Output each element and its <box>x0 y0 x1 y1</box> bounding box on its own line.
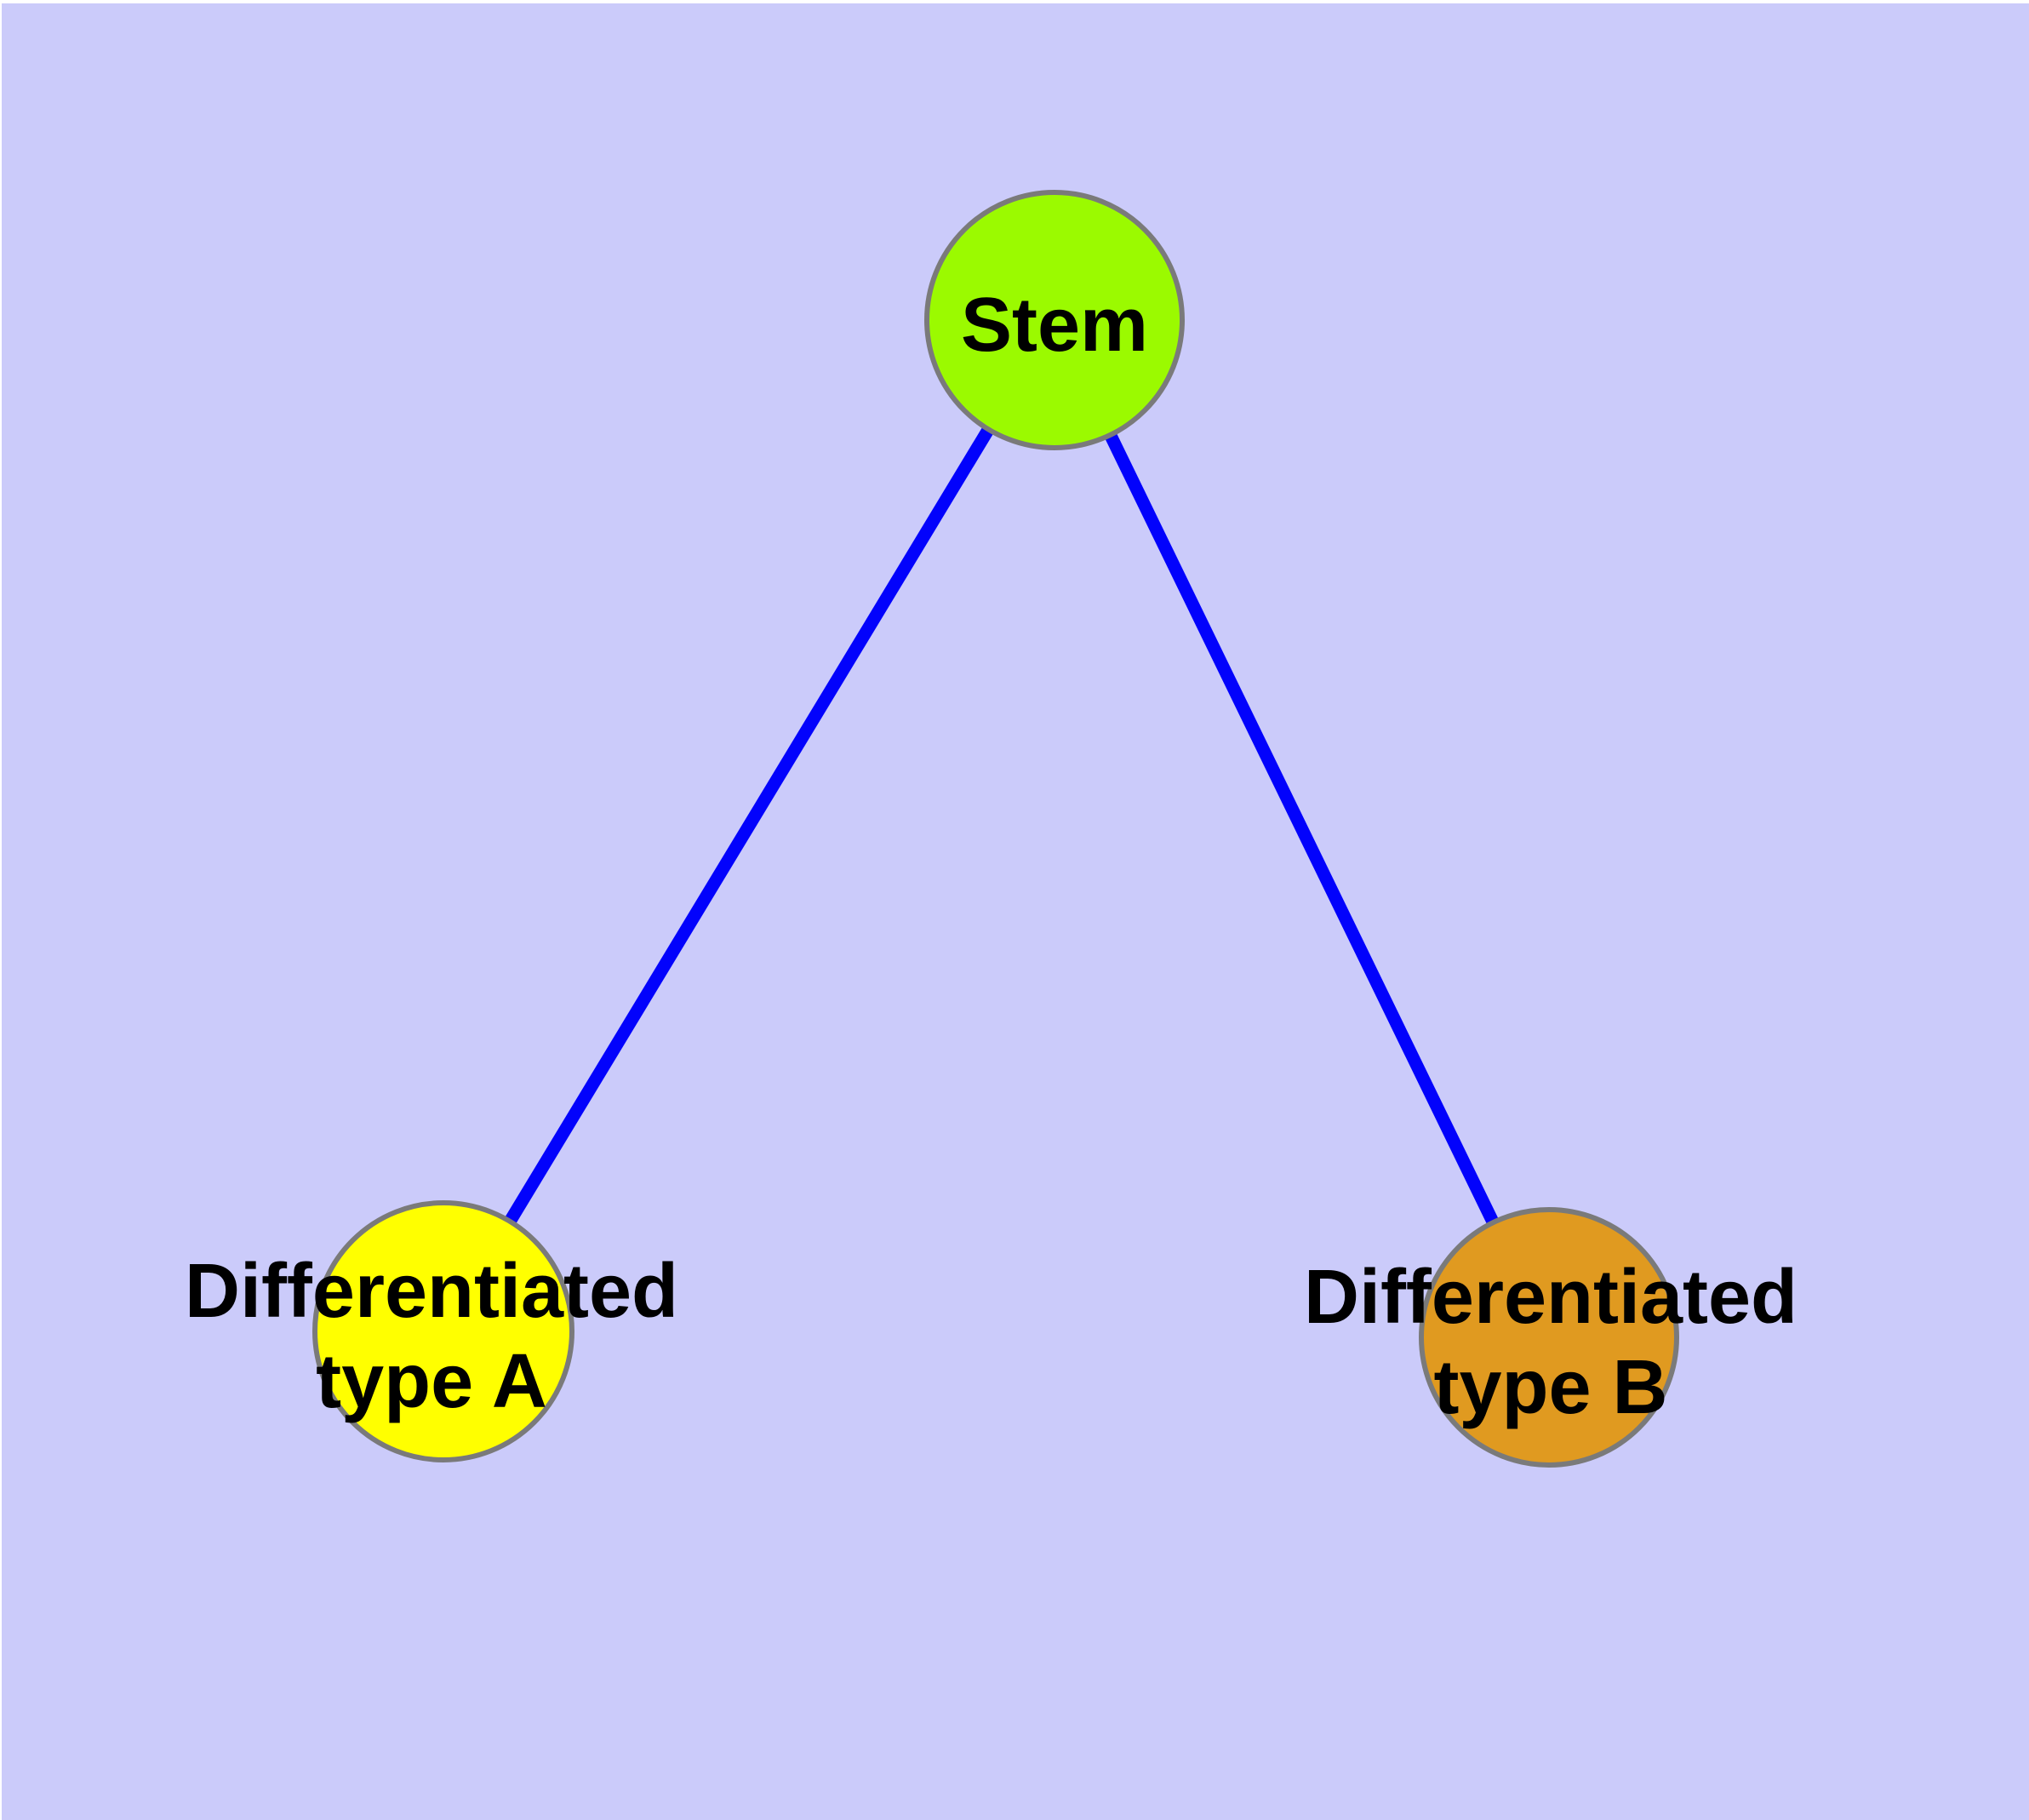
node-differentiated-type-b-circle <box>1419 1207 1679 1468</box>
node-differentiated-type-b-label-line1: Differentiated <box>1304 1255 1798 1340</box>
node-stem-label: Stem <box>961 283 1148 368</box>
edge-stem-to-type-b <box>1049 317 1555 1341</box>
node-differentiated-type-a-label-line2: type A <box>316 1339 547 1424</box>
node-differentiated-type-a-label-line1: Differentiated <box>185 1249 678 1334</box>
diagram-canvas: Stem Differentiated type A Differentiate… <box>2 3 2029 1820</box>
node-differentiated-type-a-circle <box>312 1200 574 1462</box>
edge-stem-to-type-a <box>437 317 1060 1335</box>
node-differentiated-type-b: Differentiated type B <box>1304 1207 1798 1468</box>
node-stem: Stem <box>924 190 1185 450</box>
node-differentiated-type-b-label-line2: type B <box>1433 1345 1667 1430</box>
node-stem-circle <box>924 190 1185 450</box>
node-differentiated-type-a: Differentiated type A <box>185 1200 678 1462</box>
